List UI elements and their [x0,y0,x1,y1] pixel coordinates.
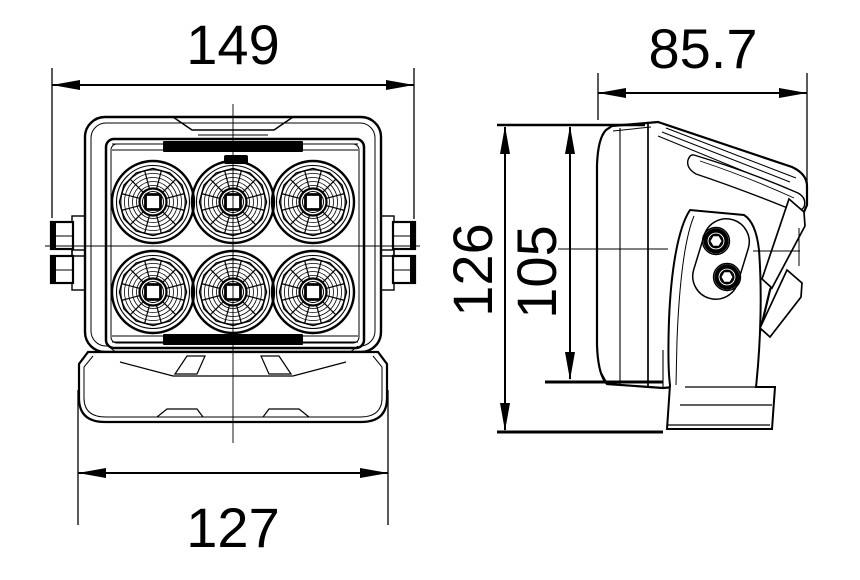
top-sensor-mark [224,155,248,164]
arrowhead-right [386,80,414,90]
arrowhead-up [500,126,510,154]
led-reflector [110,159,196,245]
dim-front-width: 149 [51,13,415,219]
dim-label-width: 149 [186,13,279,76]
dim-side-depth: 85.7 [597,17,808,196]
led-reflector [270,249,356,335]
front-centerlines [45,104,420,443]
arrowhead-left [78,468,106,478]
arrowhead-left [52,80,80,90]
dim-side-overall-height: 126 [441,126,510,431]
led-array [110,155,356,335]
dim-front-mount-width: 127 [77,390,389,559]
arrowhead-left [598,88,626,98]
side-bracket [665,208,777,430]
led-reflector [270,159,356,245]
dim-label-housing-height: 105 [505,225,568,318]
arrowhead-down [565,352,575,380]
arrowhead-right [360,468,388,478]
arrowhead-up [565,126,575,154]
dim-label-mount-width: 127 [186,496,279,559]
arrowhead-down [500,403,510,431]
dim-label-overall-height: 126 [441,223,504,316]
dim-side-housing-height: 105 [505,126,575,380]
led-reflector [110,249,196,335]
dim-label-depth: 85.7 [649,17,758,80]
arrowhead-right [779,88,807,98]
side-centerlines [558,248,800,252]
front-view: 149 127 [45,13,420,559]
rear-fins [758,197,806,339]
side-view: 85.7 126 105 [441,17,809,434]
front-side-tabs [49,215,417,291]
